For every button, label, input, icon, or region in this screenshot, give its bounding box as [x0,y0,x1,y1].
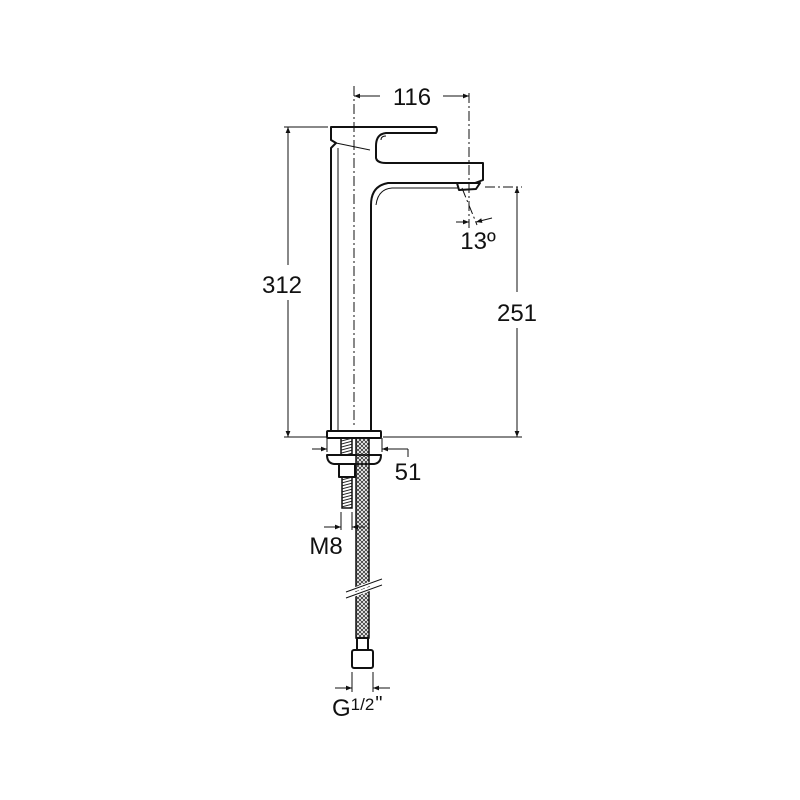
label-stud: M8 [309,533,342,560]
dimension-hose: G1/2" [332,672,390,722]
dimension-spout-height: 251 [383,186,537,438]
threaded-stud-upper [340,437,353,456]
dimension-spout-angle: 13º [456,187,496,255]
hose-nut [351,649,374,669]
faucet-body [326,126,484,439]
label-spout-height: 251 [497,300,537,327]
fixing-assembly [326,437,383,669]
threaded-stud [341,476,353,509]
hose-connector [356,637,369,651]
dimension-stud: M8 [309,512,365,560]
label-hose: G1/2" [332,693,382,722]
washer [326,454,382,465]
label-spout-angle: 13º [460,228,496,255]
label-base: 51 [395,459,422,486]
nut [338,463,356,478]
label-total-height: 312 [262,272,302,299]
break-marks [345,578,383,599]
base-flange [326,430,382,439]
dimension-total-height: 312 [262,126,328,438]
dimension-base: 51 [312,438,421,486]
label-reach: 116 [393,84,431,111]
flexible-hose [355,437,370,639]
